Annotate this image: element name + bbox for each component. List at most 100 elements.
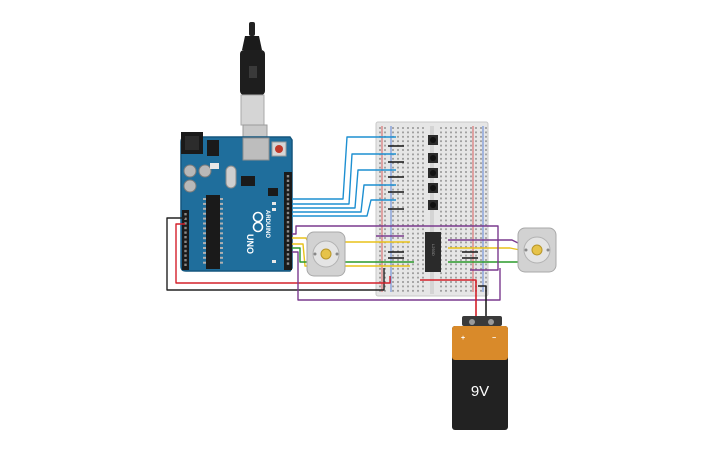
wire-black-battery[interactable] xyxy=(478,285,487,324)
header-pin[interactable] xyxy=(184,226,187,230)
breadboard-hole xyxy=(417,237,419,239)
wire-blue-1[interactable] xyxy=(292,136,396,200)
header-pin[interactable] xyxy=(184,245,187,248)
breadboard-hole xyxy=(445,153,447,156)
wire-blue-3[interactable] xyxy=(292,169,396,209)
header-pin[interactable] xyxy=(286,207,290,210)
header-pin[interactable] xyxy=(184,222,187,225)
reset-button[interactable] xyxy=(275,145,283,153)
battery-terminal-minus[interactable] xyxy=(488,319,494,325)
battery-terminal-plus[interactable] xyxy=(469,319,475,325)
breadboard-hole xyxy=(417,157,419,160)
header-pin[interactable] xyxy=(184,240,187,243)
header-pin[interactable] xyxy=(184,213,187,216)
header-pin[interactable] xyxy=(286,211,290,215)
push-button-4[interactable] xyxy=(428,183,438,193)
header-pin[interactable] xyxy=(286,216,290,219)
breadboard-hole xyxy=(379,281,381,283)
breadboard-hole xyxy=(397,267,399,270)
header-pin[interactable] xyxy=(286,234,290,238)
breadboard-hole xyxy=(470,241,472,244)
breadboard-hole xyxy=(407,201,409,204)
smd-component xyxy=(210,163,219,169)
breadboard-hole xyxy=(485,206,487,209)
header-pin[interactable] xyxy=(286,225,290,228)
header-pin[interactable] xyxy=(184,231,187,234)
breadboard-hole xyxy=(485,272,487,275)
mcu-leg xyxy=(220,202,223,205)
header-pin[interactable] xyxy=(286,193,290,196)
breadboard-hole xyxy=(402,197,404,200)
breadboard-hole xyxy=(407,175,409,178)
header-pin[interactable] xyxy=(286,198,290,201)
wire-blue-5[interactable] xyxy=(292,199,396,217)
header-pin[interactable] xyxy=(184,236,187,239)
header-pin[interactable] xyxy=(286,221,290,224)
wire-blue-2[interactable] xyxy=(292,153,396,205)
battery-9v[interactable]: + − 9V xyxy=(452,316,508,430)
wire-red-battery[interactable] xyxy=(420,279,477,324)
breadboard-hole xyxy=(480,171,482,173)
breadboard-hole xyxy=(460,157,462,160)
arduino-uno[interactable]: ARDUINO UNO xyxy=(180,132,293,272)
breadboard-hole xyxy=(485,179,487,182)
breadboard-hole xyxy=(450,237,452,239)
header-pin[interactable] xyxy=(286,244,290,247)
breadboard-hole xyxy=(445,140,447,143)
header-pin[interactable] xyxy=(286,175,290,178)
wire-purple-3[interactable] xyxy=(448,239,521,245)
wire-red-5v[interactable] xyxy=(175,223,391,284)
header-pin[interactable] xyxy=(286,179,290,182)
header-pin[interactable] xyxy=(184,217,187,220)
breadboard-hole xyxy=(455,254,457,257)
dc-motor-left[interactable] xyxy=(306,231,346,277)
wire-yellow-2[interactable] xyxy=(292,243,410,267)
breadboard-hole xyxy=(417,259,419,261)
breadboard-hole xyxy=(480,263,482,266)
push-button-5[interactable] xyxy=(428,200,438,210)
header-pin[interactable] xyxy=(286,262,290,265)
motor-driver-chip[interactable]: L293D xyxy=(425,232,441,272)
header-pin[interactable] xyxy=(286,257,290,261)
breadboard-hole xyxy=(402,206,404,209)
header-pin[interactable] xyxy=(286,248,290,251)
header-pin[interactable] xyxy=(184,254,187,257)
breadboard-hole xyxy=(384,140,386,143)
l293d-chip-body[interactable] xyxy=(425,232,441,272)
header-pin[interactable] xyxy=(286,239,290,242)
push-button-1[interactable] xyxy=(428,135,438,145)
breadboard-hole xyxy=(480,281,482,283)
header-pin[interactable] xyxy=(286,253,290,256)
header-pin[interactable] xyxy=(184,263,187,266)
breadboard-hole xyxy=(480,206,482,209)
breadboard-hole xyxy=(412,171,414,173)
header-pin[interactable] xyxy=(286,188,290,192)
breadboard-hole xyxy=(480,140,482,143)
breadboard-hole xyxy=(450,179,452,182)
breadboard-hole xyxy=(460,228,462,231)
dc-motor-right[interactable] xyxy=(517,227,557,273)
wire-blue-4[interactable] xyxy=(292,184,396,213)
header-pin[interactable] xyxy=(184,259,187,262)
breadboard-hole xyxy=(465,127,467,129)
header-pin[interactable] xyxy=(184,249,187,253)
breadboard-hole xyxy=(465,223,467,226)
breadboard-hole xyxy=(384,228,386,231)
wire-purple-2[interactable] xyxy=(292,251,501,301)
breadboard-hole xyxy=(379,289,381,292)
power-analog-header[interactable] xyxy=(182,210,189,270)
breadboard-hole xyxy=(397,188,399,191)
header-pin[interactable] xyxy=(286,202,290,205)
breadboard-hole xyxy=(445,149,447,151)
breadboard-hole xyxy=(485,135,487,138)
wire-green-1[interactable] xyxy=(292,247,414,263)
wire-yellow-3[interactable] xyxy=(448,247,521,251)
header-pin[interactable] xyxy=(286,184,290,187)
breadboard-hole xyxy=(417,149,419,151)
push-button-2[interactable] xyxy=(428,153,438,163)
breadboard-hole xyxy=(465,228,467,231)
push-button-3[interactable] xyxy=(428,168,438,178)
breadboard-hole xyxy=(422,149,424,151)
wire-purple-1[interactable] xyxy=(292,225,499,271)
header-pin[interactable] xyxy=(286,230,290,233)
